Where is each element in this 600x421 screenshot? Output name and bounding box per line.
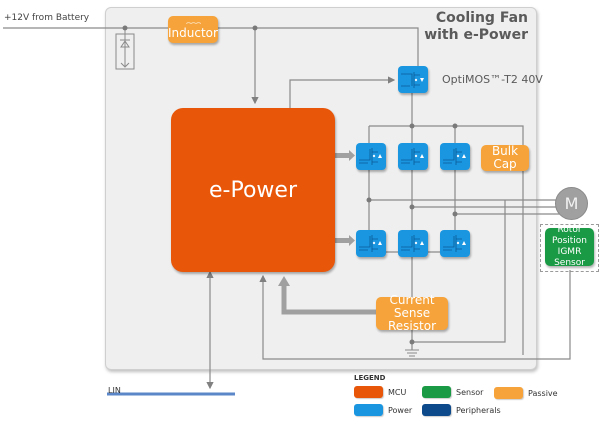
high-side-mosfet-c[interactable]: [440, 143, 470, 170]
legend-swatch: [354, 386, 383, 398]
mosfet-icon: [401, 235, 424, 252]
legend-swatch: [354, 404, 383, 416]
mosfet-icon: [401, 72, 424, 88]
mosfet-icon: [443, 235, 466, 252]
top-mosfet[interactable]: [398, 66, 428, 93]
low-side-mosfet-b[interactable]: [398, 230, 428, 257]
legend-item-mcu: MCU: [354, 386, 406, 398]
rotor-position-sensor-block[interactable]: Rotor Position IGMR Sensor: [545, 225, 594, 268]
diagram-title: Cooling Fan with e-Power: [424, 10, 528, 43]
motor-icon[interactable]: M: [555, 187, 588, 220]
e-power-mcu-block[interactable]: e-Power: [171, 108, 335, 272]
legend-item-passive: Passive: [494, 387, 558, 399]
mosfet-icon: [401, 148, 424, 165]
legend-swatch: [422, 404, 451, 416]
current-sense-feedback-arrow: [281, 284, 376, 315]
battery-input-label: +12V from Battery: [4, 13, 90, 23]
high-side-mosfet-a[interactable]: [356, 143, 386, 170]
inductor-coil-icon: ⌢⌢⌢: [185, 18, 202, 28]
legend-item-power: Power: [354, 404, 412, 416]
bridge-high-bus: [369, 125, 524, 355]
low-side-mosfet-a[interactable]: [356, 230, 386, 257]
low-side-mosfet-c[interactable]: [440, 230, 470, 257]
mosfet-icon: [359, 148, 382, 165]
lin-bus-label: LIN: [108, 386, 121, 395]
sensor-feedback-wire: [259, 270, 571, 360]
legend-item-peripherals: Peripherals: [422, 404, 501, 416]
legend-swatch: [494, 387, 523, 399]
mosfet-icon: [443, 148, 466, 165]
ground-icon: [405, 349, 419, 357]
gate-drive-wire: [289, 76, 396, 108]
mosfet-icon: [359, 235, 382, 252]
bulk-cap-block[interactable]: Bulk Cap: [481, 145, 529, 171]
legend-title: LEGEND: [354, 374, 386, 382]
mosfet-part-label: OptiMOS™-T2 40V: [442, 73, 543, 86]
sensor-boundary: [540, 224, 599, 272]
high-side-mosfet-b[interactable]: [398, 143, 428, 170]
zener-diode-icon: [115, 28, 135, 70]
inductor-block[interactable]: ⌢⌢⌢ Inductor: [168, 16, 218, 43]
current-sense-resistor-block[interactable]: Current Sense Resistor: [376, 294, 448, 333]
legend-item-sensor: Sensor: [422, 386, 483, 398]
legend-swatch: [422, 386, 451, 398]
